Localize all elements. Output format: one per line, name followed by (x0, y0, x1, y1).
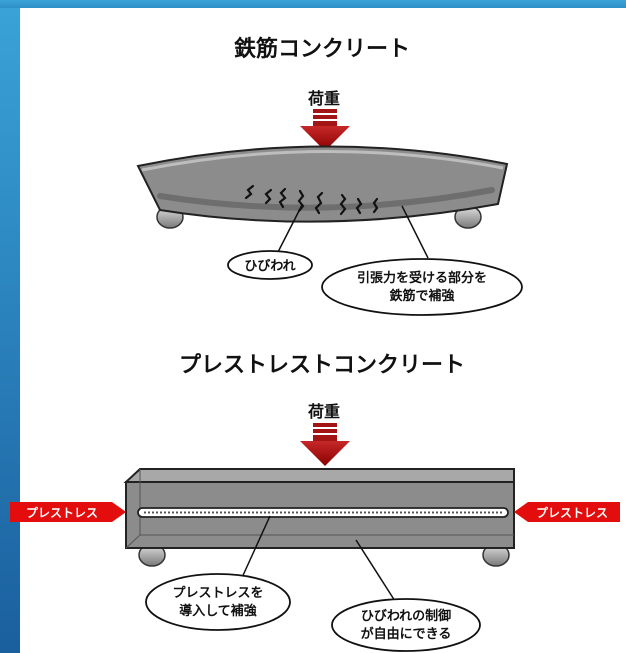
pc-crack-callout-line2: が自由にできる (361, 626, 452, 642)
rc-rebar-callout-line2: 鉄筋で補強 (389, 288, 454, 304)
rc-load-arrow (300, 109, 350, 151)
rc-rebar-callout-line1: 引張力を受ける部分を (357, 270, 487, 286)
pc-left-prestress-arrow: プレストレス (10, 502, 126, 522)
rc-load-label: 荷重 (308, 89, 340, 108)
rc-rebar-leader (401, 205, 429, 259)
pc-right-prestress-label: プレストレス (536, 505, 608, 520)
pc-title: プレストレストコンクリート (179, 353, 465, 378)
pc-prestress-callout: プレストレスを 導入して補強 (145, 573, 291, 631)
rc-crack-leader (277, 204, 303, 253)
pc-prestress-callout-line1: プレストレスを (172, 586, 263, 601)
pc-crack-callout-line1: ひびわれの制御 (361, 608, 451, 624)
top-accent-bar (0, 0, 626, 8)
rc-crack-callout-text: ひびわれ (244, 259, 295, 274)
rc-crack-callout: ひびわれ (227, 250, 313, 280)
rc-cracks (244, 184, 379, 216)
pc-left-prestress-label: プレストレス (26, 505, 98, 520)
rc-rebar-callout: 引張力を受ける部分を 鉄筋で補強 (321, 258, 523, 316)
pc-prestress-leader (239, 515, 271, 583)
rc-beam (136, 145, 509, 223)
side-accent-bar (0, 0, 20, 653)
pc-prestress-callout-line2: 導入して補強 (179, 603, 257, 619)
pc-tendon (137, 507, 509, 518)
pc-load-arrow (300, 423, 350, 466)
rc-title: 鉄筋コンクリート (234, 36, 410, 62)
pc-crack-callout: ひびわれの制御 が自由にできる (331, 598, 481, 652)
pc-right-prestress-arrow: プレストレス (514, 502, 620, 522)
pc-load-label: 荷重 (308, 402, 340, 421)
